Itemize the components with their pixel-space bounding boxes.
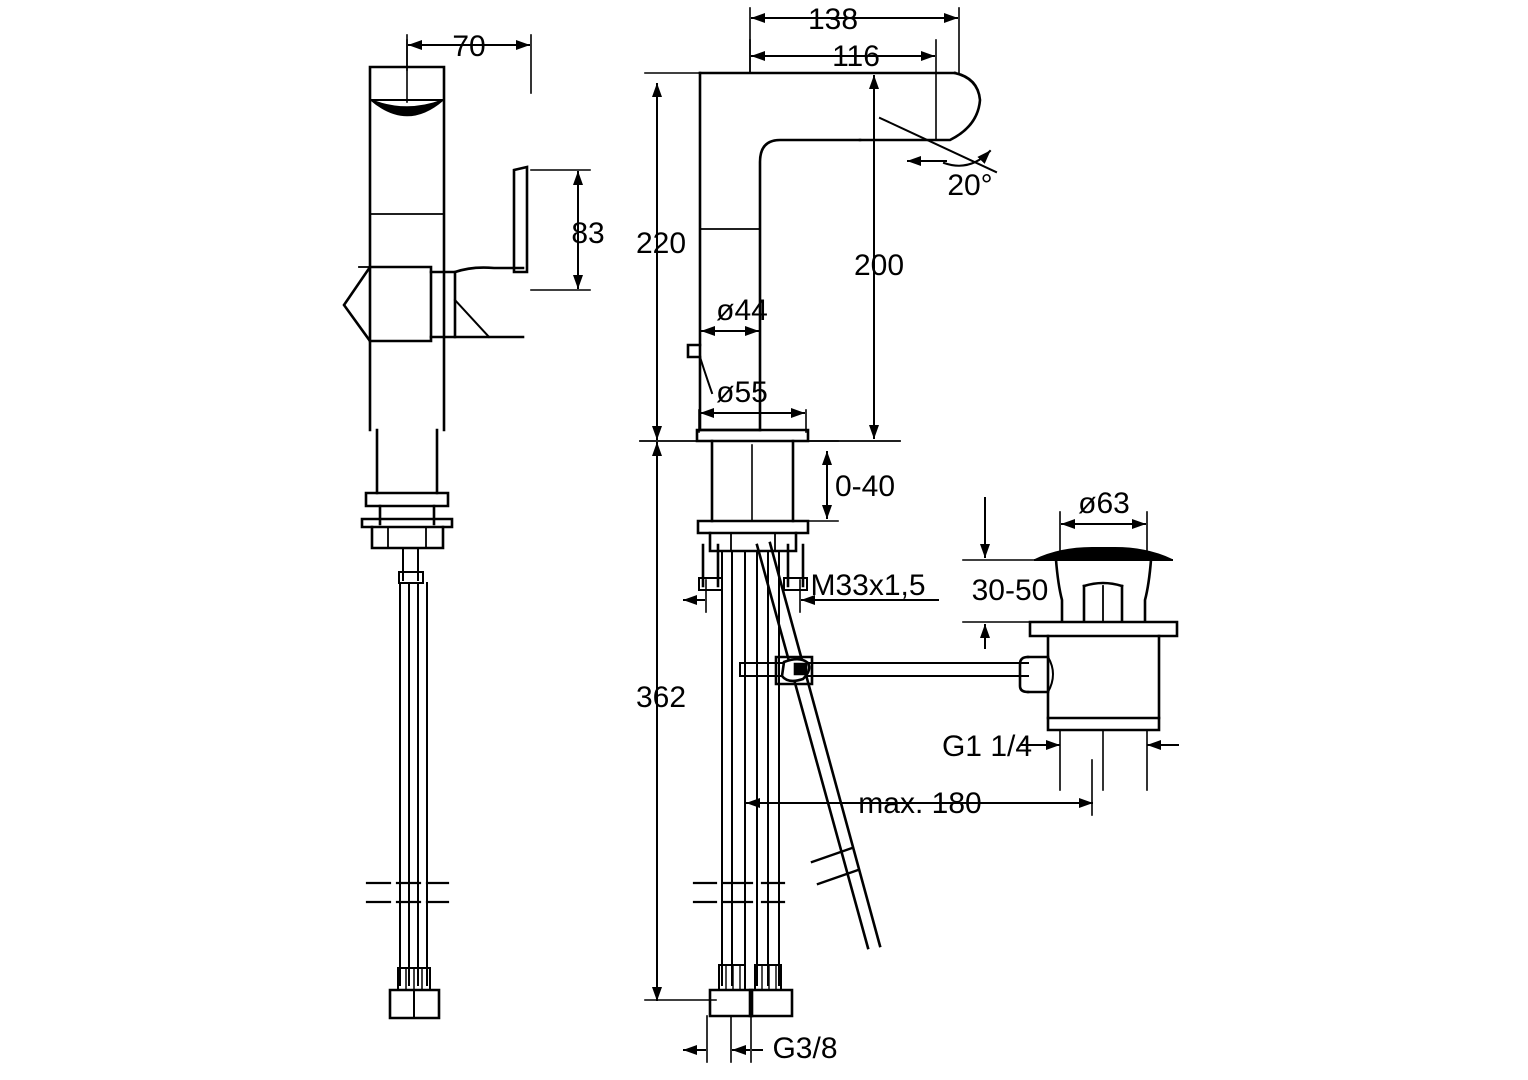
dim-label-angle: 20° [947, 169, 992, 202]
dimension-labels: 70 83 138 116 20° 220 200 ø44 ø55 0-40 M… [452, 3, 1130, 1065]
dim-label-d55: ø55 [716, 376, 768, 409]
dim-label-max180: max. 180 [858, 787, 981, 820]
dim-label-116: 116 [832, 40, 880, 73]
side-view [342, 34, 591, 1020]
dim-label-g38: G3/8 [772, 1032, 837, 1065]
dim-label-220: 220 [636, 227, 686, 260]
dim-label-200: 200 [854, 249, 904, 282]
dim-label-m33: M33x1,5 [810, 569, 925, 602]
front-view [639, 7, 1093, 1063]
dim-label-0-40: 0-40 [835, 470, 895, 503]
dim-label-g114: G1 1/4 [942, 730, 1032, 763]
geometry-group [342, 7, 1179, 1063]
dim-label-138: 138 [808, 3, 858, 36]
dim-label-362: 362 [636, 681, 686, 714]
dim-label-30-50: 30-50 [972, 574, 1049, 607]
dim-label-d63: ø63 [1078, 487, 1130, 520]
dim-label-d44: ø44 [716, 294, 768, 327]
dim-label-70: 70 [452, 30, 485, 63]
dim-label-83: 83 [571, 217, 604, 250]
pop-up-waste-detail [962, 497, 1179, 791]
